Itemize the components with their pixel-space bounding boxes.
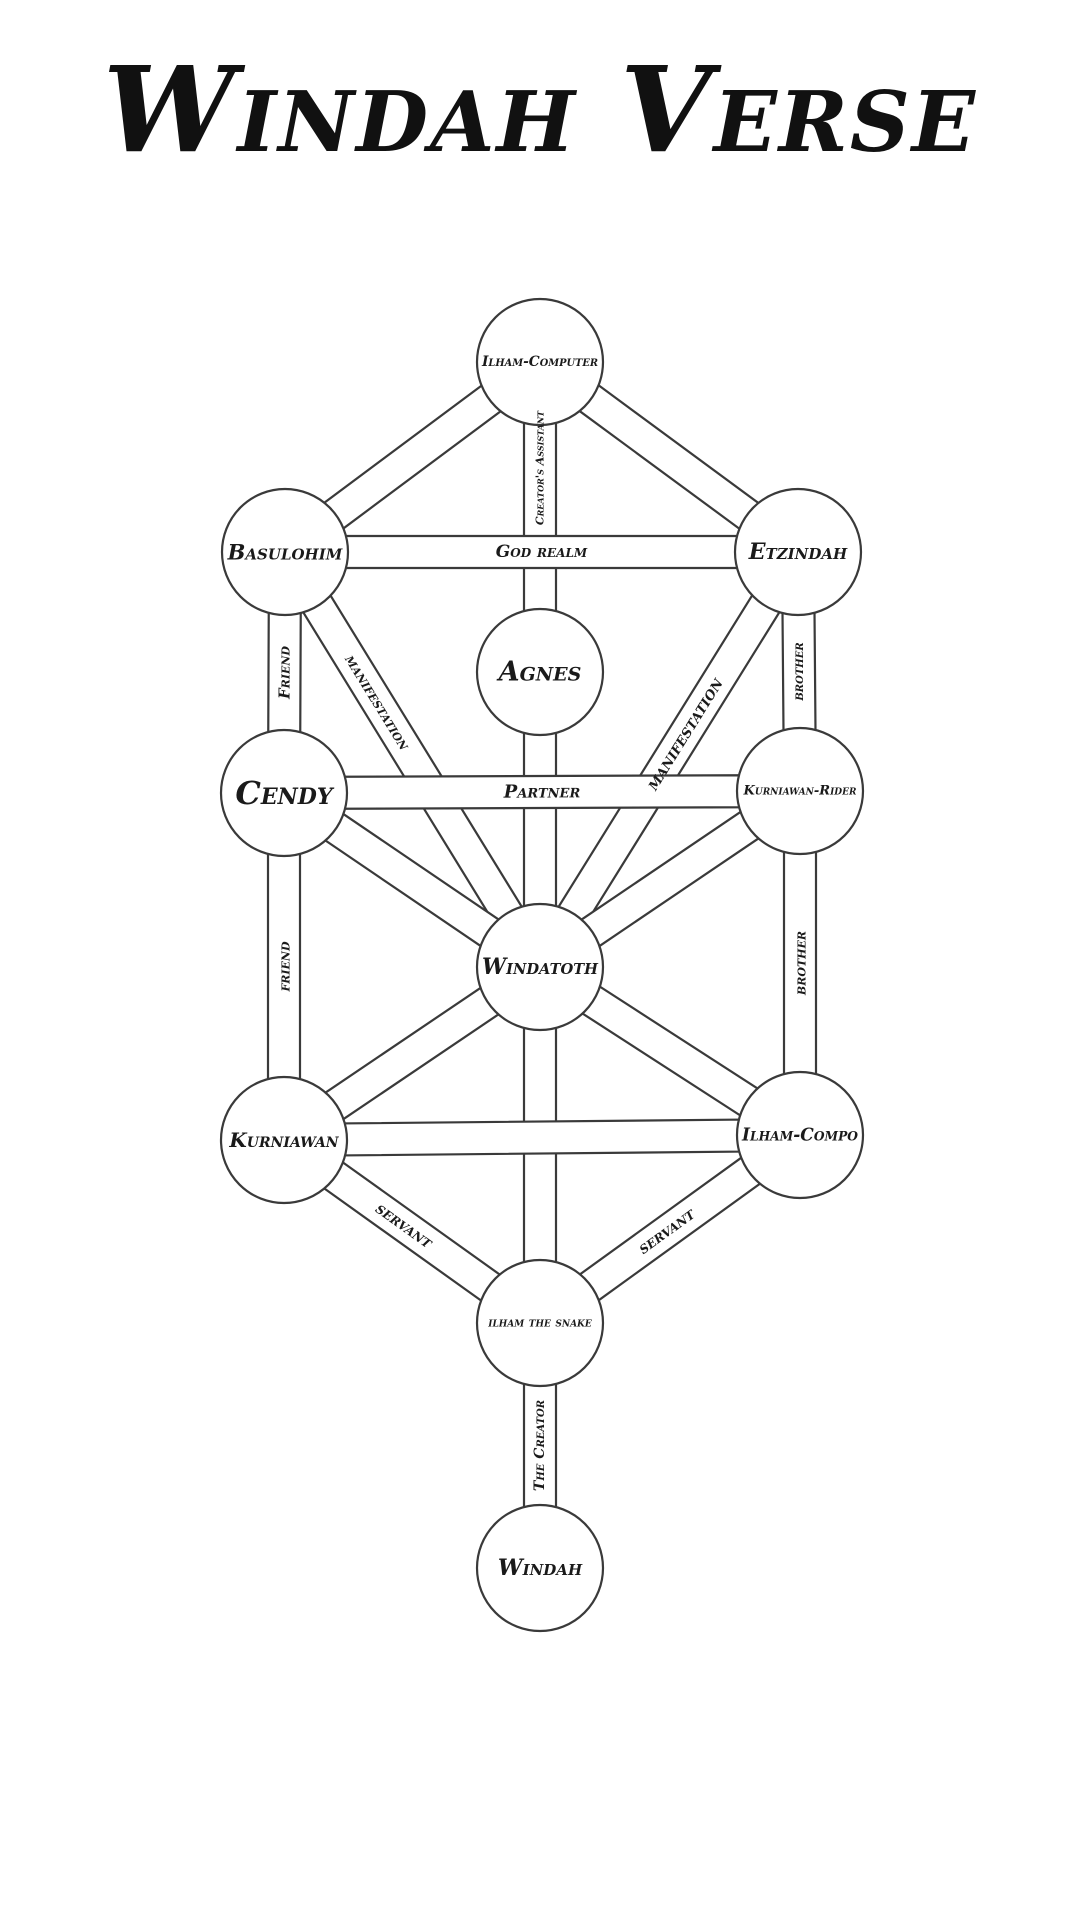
connection-label-creator-s-assistant: Creator's Assistant (534, 410, 547, 525)
connection-label-god-realm: God realm (496, 542, 588, 562)
connection-bar-kurniawan-to-ilham-compo (339, 1118, 745, 1157)
connection-bar-agnes-to-windatoth (522, 727, 558, 912)
node-circle-ilham-compo (735, 1070, 865, 1200)
node-circle-basulohim (220, 487, 350, 617)
node-cendy: Cendy (219, 728, 349, 858)
connection-label-friend: Friend (276, 646, 294, 700)
node-circle-agnes (475, 607, 605, 737)
node-label-ilham-computer: Ilham-Computer (481, 354, 598, 370)
node-kurniawan: Kurniawan (219, 1075, 349, 1205)
node-circle-cendy (219, 728, 349, 858)
connection-label-brother: brother (791, 642, 807, 701)
connection-label-friend: friend (275, 941, 294, 993)
node-label-agnes: Agnes (496, 657, 582, 688)
node-ilham-computer: Ilham-Computer (475, 297, 605, 427)
connection-label-manifestation: manifestation (341, 651, 414, 755)
node-circle-kurniawan (219, 1075, 349, 1205)
node-label-kurniawan: Kurniawan (228, 1128, 339, 1152)
connection-bar-ilham-computer-to-basulohim (319, 381, 506, 533)
connection-bar-ilham-computer-to-etzindah (574, 381, 764, 533)
connection-label-the-creator: The Creator (532, 1400, 548, 1491)
node-label-ilham-the-snake: ilham the snake (487, 1316, 592, 1331)
node-circle-ilham-the-snake (475, 1258, 605, 1388)
node-windatoth: Windatoth (475, 902, 605, 1032)
node-circle-windah (475, 1503, 605, 1633)
node-windah: Windah (475, 1503, 605, 1633)
node-label-cendy: Cendy (235, 774, 334, 812)
connection-bar-windatoth-to-ilham-compo (577, 982, 763, 1120)
node-label-basulohim: Basulohim (227, 540, 343, 565)
connection-label-brother: brother (791, 931, 810, 996)
node-circle-etzindah (733, 487, 863, 617)
page-title: Windah Verse (102, 40, 978, 179)
node-ilham-compo: Ilham-Compo (735, 1070, 865, 1200)
node-label-windah: Windah (498, 1555, 583, 1581)
node-circle-windatoth (475, 902, 605, 1032)
connection-bar-windatoth-to-kurniawan (320, 984, 504, 1123)
node-label-ilham-compo: Ilham-Compo (741, 1125, 859, 1146)
node-label-windatoth: Windatoth (482, 954, 599, 980)
node-kurniawan-rider: Kurniawan-Rider (735, 726, 865, 856)
node-basulohim: Basulohim (220, 487, 350, 617)
node-circle-ilham-computer (475, 297, 605, 427)
node-agnes: Agnes (475, 607, 605, 737)
node-etzindah: Etzindah (733, 487, 863, 617)
node-circle-kurniawan-rider (735, 726, 865, 856)
connection-bars (266, 381, 818, 1513)
node-label-kurniawan-rider: Kurniawan-Rider (743, 784, 857, 799)
node-label-etzindah: Etzindah (748, 539, 848, 565)
connection-label-partner: Partner (503, 781, 581, 802)
node-ilham-the-snake: ilham the snake (475, 1258, 605, 1388)
